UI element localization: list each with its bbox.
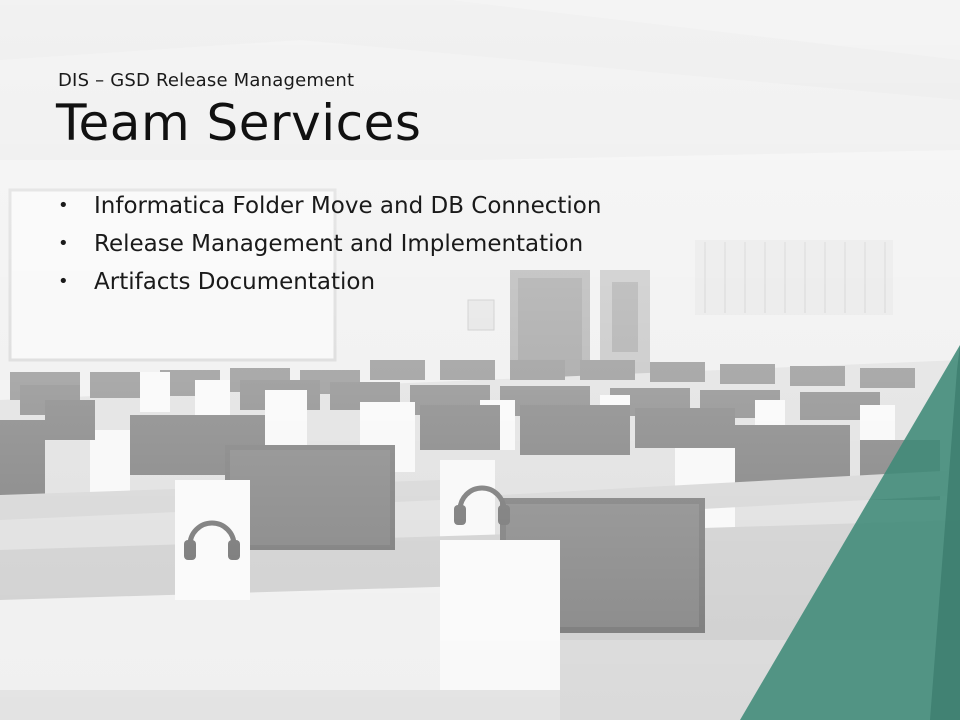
bullet-item: • Informatica Folder Move and DB Connect…	[58, 190, 601, 228]
bullet-item: • Release Management and Implementation	[58, 228, 601, 266]
bullet-text: Release Management and Implementation	[94, 231, 584, 257]
bullet-text: Artifacts Documentation	[94, 269, 376, 295]
bullet-text: Informatica Folder Move and DB Connectio…	[94, 193, 602, 219]
bullet-list: • Informatica Folder Move and DB Connect…	[58, 190, 601, 304]
slide-title: Team Services	[56, 94, 422, 152]
bullet-marker: •	[58, 233, 69, 254]
bullet-marker: •	[58, 195, 69, 216]
bullet-item: • Artifacts Documentation	[58, 266, 601, 304]
slide-subtitle: DIS – GSD Release Management	[58, 70, 355, 91]
bullet-marker: •	[58, 271, 69, 292]
